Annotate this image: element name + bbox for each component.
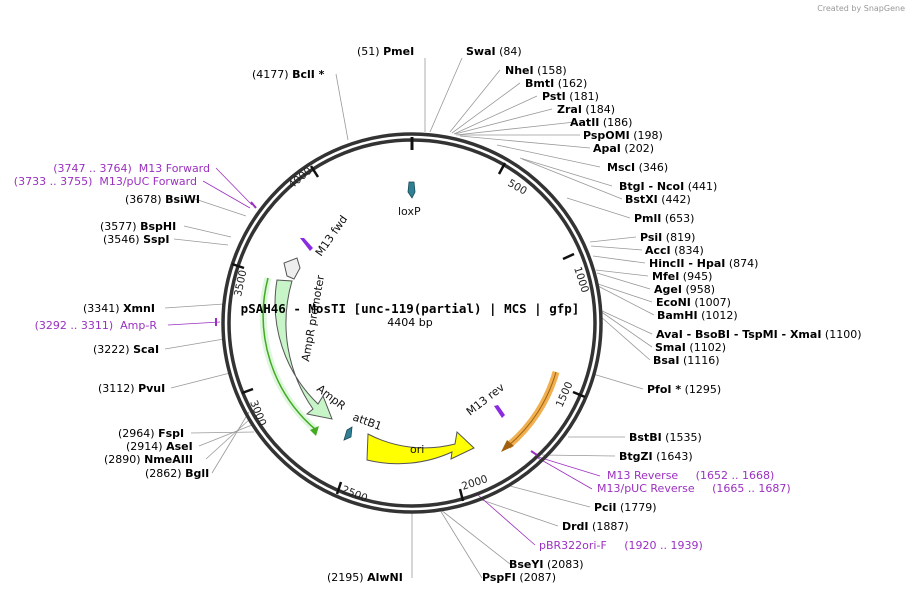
feature-label-ori: ori bbox=[410, 443, 424, 456]
site-label-pcii: PciI (1779) bbox=[594, 501, 657, 514]
plasmid-title: pSAH46 - MosTI [unc-119(partial) | MCS |… bbox=[241, 301, 580, 316]
feature-label-loxp: loxP bbox=[398, 205, 421, 218]
site-label-pvui: (3112) PvuI bbox=[98, 382, 165, 395]
site-label-avai-group: AvaI - BsoBI - TspMI - XmaI (1100) bbox=[656, 328, 862, 341]
site-label-drdi: DrdI (1887) bbox=[562, 520, 629, 533]
site-label-fspi: (2964) FspI bbox=[118, 427, 184, 440]
site-label-nhei: NheI (158) bbox=[505, 64, 567, 77]
site-label-pspfi: PspFI (2087) bbox=[482, 571, 556, 584]
primer-label-m13-puc-reverse: M13/pUC Reverse (1665 .. 1687) bbox=[597, 482, 791, 495]
site-label-smai: SmaI (1102) bbox=[655, 341, 726, 354]
site-label-swai: SwaI (84) bbox=[466, 45, 522, 58]
site-label-asei: (2914) AseI bbox=[126, 440, 193, 453]
site-label-btgzi: BtgZI (1643) bbox=[619, 450, 693, 463]
site-label-bstxi: BstXI (442) bbox=[625, 193, 691, 206]
site-label-scai: (3222) ScaI bbox=[93, 343, 159, 356]
site-label-bsai: BsaI (1116) bbox=[653, 354, 720, 367]
m13-rev-glyph bbox=[494, 405, 505, 418]
site-label-xmni: (3341) XmnI bbox=[83, 302, 155, 315]
primer-mark-m13-reverse bbox=[530, 450, 538, 456]
m13-fwd-glyph bbox=[300, 238, 313, 251]
primer-label-m13-forward: (3747 .. 3764) M13 Forward bbox=[53, 162, 210, 175]
restriction-site-labels: (51) PmeI SwaI (84) NheI (158) BmtI (162… bbox=[83, 45, 862, 584]
attb1-glyph bbox=[343, 426, 353, 441]
site-label-bseyi: BseYI (2083) bbox=[509, 558, 584, 571]
primer-leader-lines bbox=[167, 167, 601, 546]
site-label-agei: AgeI (958) bbox=[654, 283, 715, 296]
site-label-sspi: (3546) SspI bbox=[103, 233, 170, 246]
site-label-pmli: PmlI (653) bbox=[634, 212, 694, 225]
ring-tick-1500: 1500 bbox=[554, 380, 576, 409]
feature-label-ampr-promoter: AmpR promoter bbox=[299, 274, 327, 363]
site-label-hincii-hpai: HincII - HpaI (874) bbox=[649, 257, 758, 270]
site-label-aatii: AatII (186) bbox=[570, 116, 632, 129]
site-label-btgi-ncoi: BtgI - NcoI (441) bbox=[619, 180, 717, 193]
ring-tick-3500: 3500 bbox=[232, 269, 249, 298]
site-leader-lines bbox=[164, 57, 655, 579]
site-label-bsphi: (3577) BspHI bbox=[100, 220, 176, 233]
site-label-bmti: BmtI (162) bbox=[525, 77, 587, 90]
site-label-bsiwi: (3678) BsiWI bbox=[125, 193, 200, 206]
primer-label-m13-reverse: M13 Reverse (1652 .. 1668) bbox=[607, 469, 774, 482]
primer-labels: (3747 .. 3764) M13 Forward (3733 .. 3755… bbox=[14, 162, 791, 552]
site-label-alwni: (2195) AlwNI bbox=[327, 571, 403, 584]
site-label-acci: AccI (834) bbox=[645, 244, 704, 257]
primer-label-amp-r: (3292 .. 3311) Amp-R bbox=[35, 319, 158, 332]
site-label-econi: EcoNI (1007) bbox=[656, 296, 731, 309]
primer-label-m13-puc-forward: (3733 .. 3755) M13/pUC Forward bbox=[14, 175, 197, 188]
site-label-psii: PsiI (819) bbox=[640, 231, 695, 244]
site-label-mfei: MfeI (945) bbox=[652, 270, 712, 283]
site-label-pfoi: PfoI * (1295) bbox=[647, 383, 721, 396]
site-label-psti: PstI (181) bbox=[542, 90, 599, 103]
plasmid-ring-outer bbox=[221, 132, 603, 514]
ampr-promoter-arrow-head bbox=[310, 426, 319, 436]
primer-mark-m13-forward bbox=[250, 201, 257, 209]
loxp-glyph bbox=[407, 181, 416, 199]
feature-label-m13-fwd: M13 fwd bbox=[313, 213, 350, 259]
ori-arrow bbox=[366, 430, 475, 465]
gfp-feature-arc bbox=[505, 371, 560, 449]
site-label-pspomi: PspOMI (198) bbox=[583, 129, 663, 142]
site-label-pmei: (51) PmeI bbox=[357, 45, 414, 58]
ampr-arrow bbox=[274, 279, 333, 420]
site-label-bstbi: BstBI (1535) bbox=[629, 431, 702, 444]
snapgene-credit: Created by SnapGene bbox=[817, 4, 905, 13]
site-label-bamhi: BamHI (1012) bbox=[657, 309, 738, 322]
ampr-promoter-arrow bbox=[283, 257, 301, 280]
plasmid-length: 4404 bp bbox=[387, 316, 432, 329]
ring-tick-marks bbox=[231, 162, 586, 502]
site-label-msci: MscI (346) bbox=[607, 161, 668, 174]
feature-label-attb1: attB1 bbox=[351, 411, 384, 433]
site-label-apai: ApaI (202) bbox=[593, 142, 654, 155]
primer-label-pbr322ori-f: pBR322ori-F (1920 .. 1939) bbox=[539, 539, 703, 552]
site-label-zrai: ZraI (184) bbox=[557, 103, 615, 116]
site-label-bcli: (4177) BclI * bbox=[252, 68, 325, 81]
gfp-arrow-head bbox=[501, 440, 514, 452]
site-label-nmeaiii: (2890) NmeAIII bbox=[104, 453, 193, 466]
site-label-bgli: (2862) BglI bbox=[145, 467, 209, 480]
